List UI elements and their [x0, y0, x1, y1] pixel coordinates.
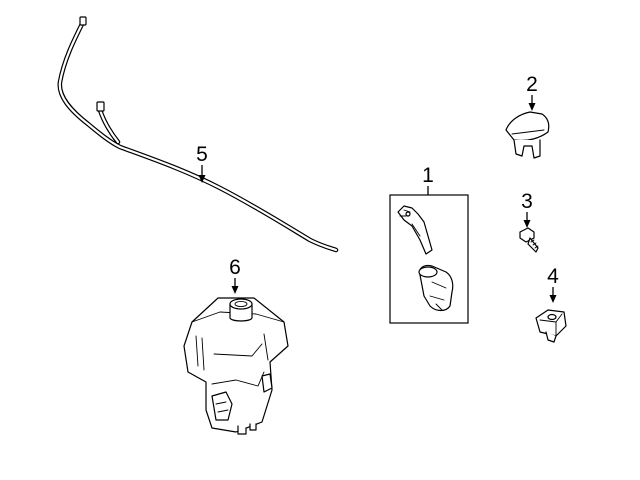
- callout-number-6: 6: [229, 256, 241, 279]
- callout-6: 6: [229, 256, 241, 294]
- callout-5: 5: [196, 143, 208, 183]
- callout-number-3: 3: [521, 190, 533, 213]
- callout-3: 3: [521, 190, 533, 228]
- bolt-icon: [519, 227, 539, 253]
- callout-number-4: 4: [547, 265, 559, 288]
- washer-hose-icon: [57, 16, 339, 253]
- bracket-clip-icon: [535, 309, 567, 343]
- callout-number-1: 1: [422, 164, 434, 187]
- callout-number-5: 5: [196, 143, 208, 166]
- nozzle-cap-icon: [505, 111, 550, 159]
- callout-2: 2: [526, 73, 538, 111]
- washer-reservoir-icon: [183, 297, 289, 435]
- callout-4: 4: [547, 265, 559, 303]
- callout-1: 1: [422, 164, 434, 195]
- washer-nozzle-kit-icon: [389, 194, 469, 324]
- callout-number-2: 2: [526, 73, 538, 96]
